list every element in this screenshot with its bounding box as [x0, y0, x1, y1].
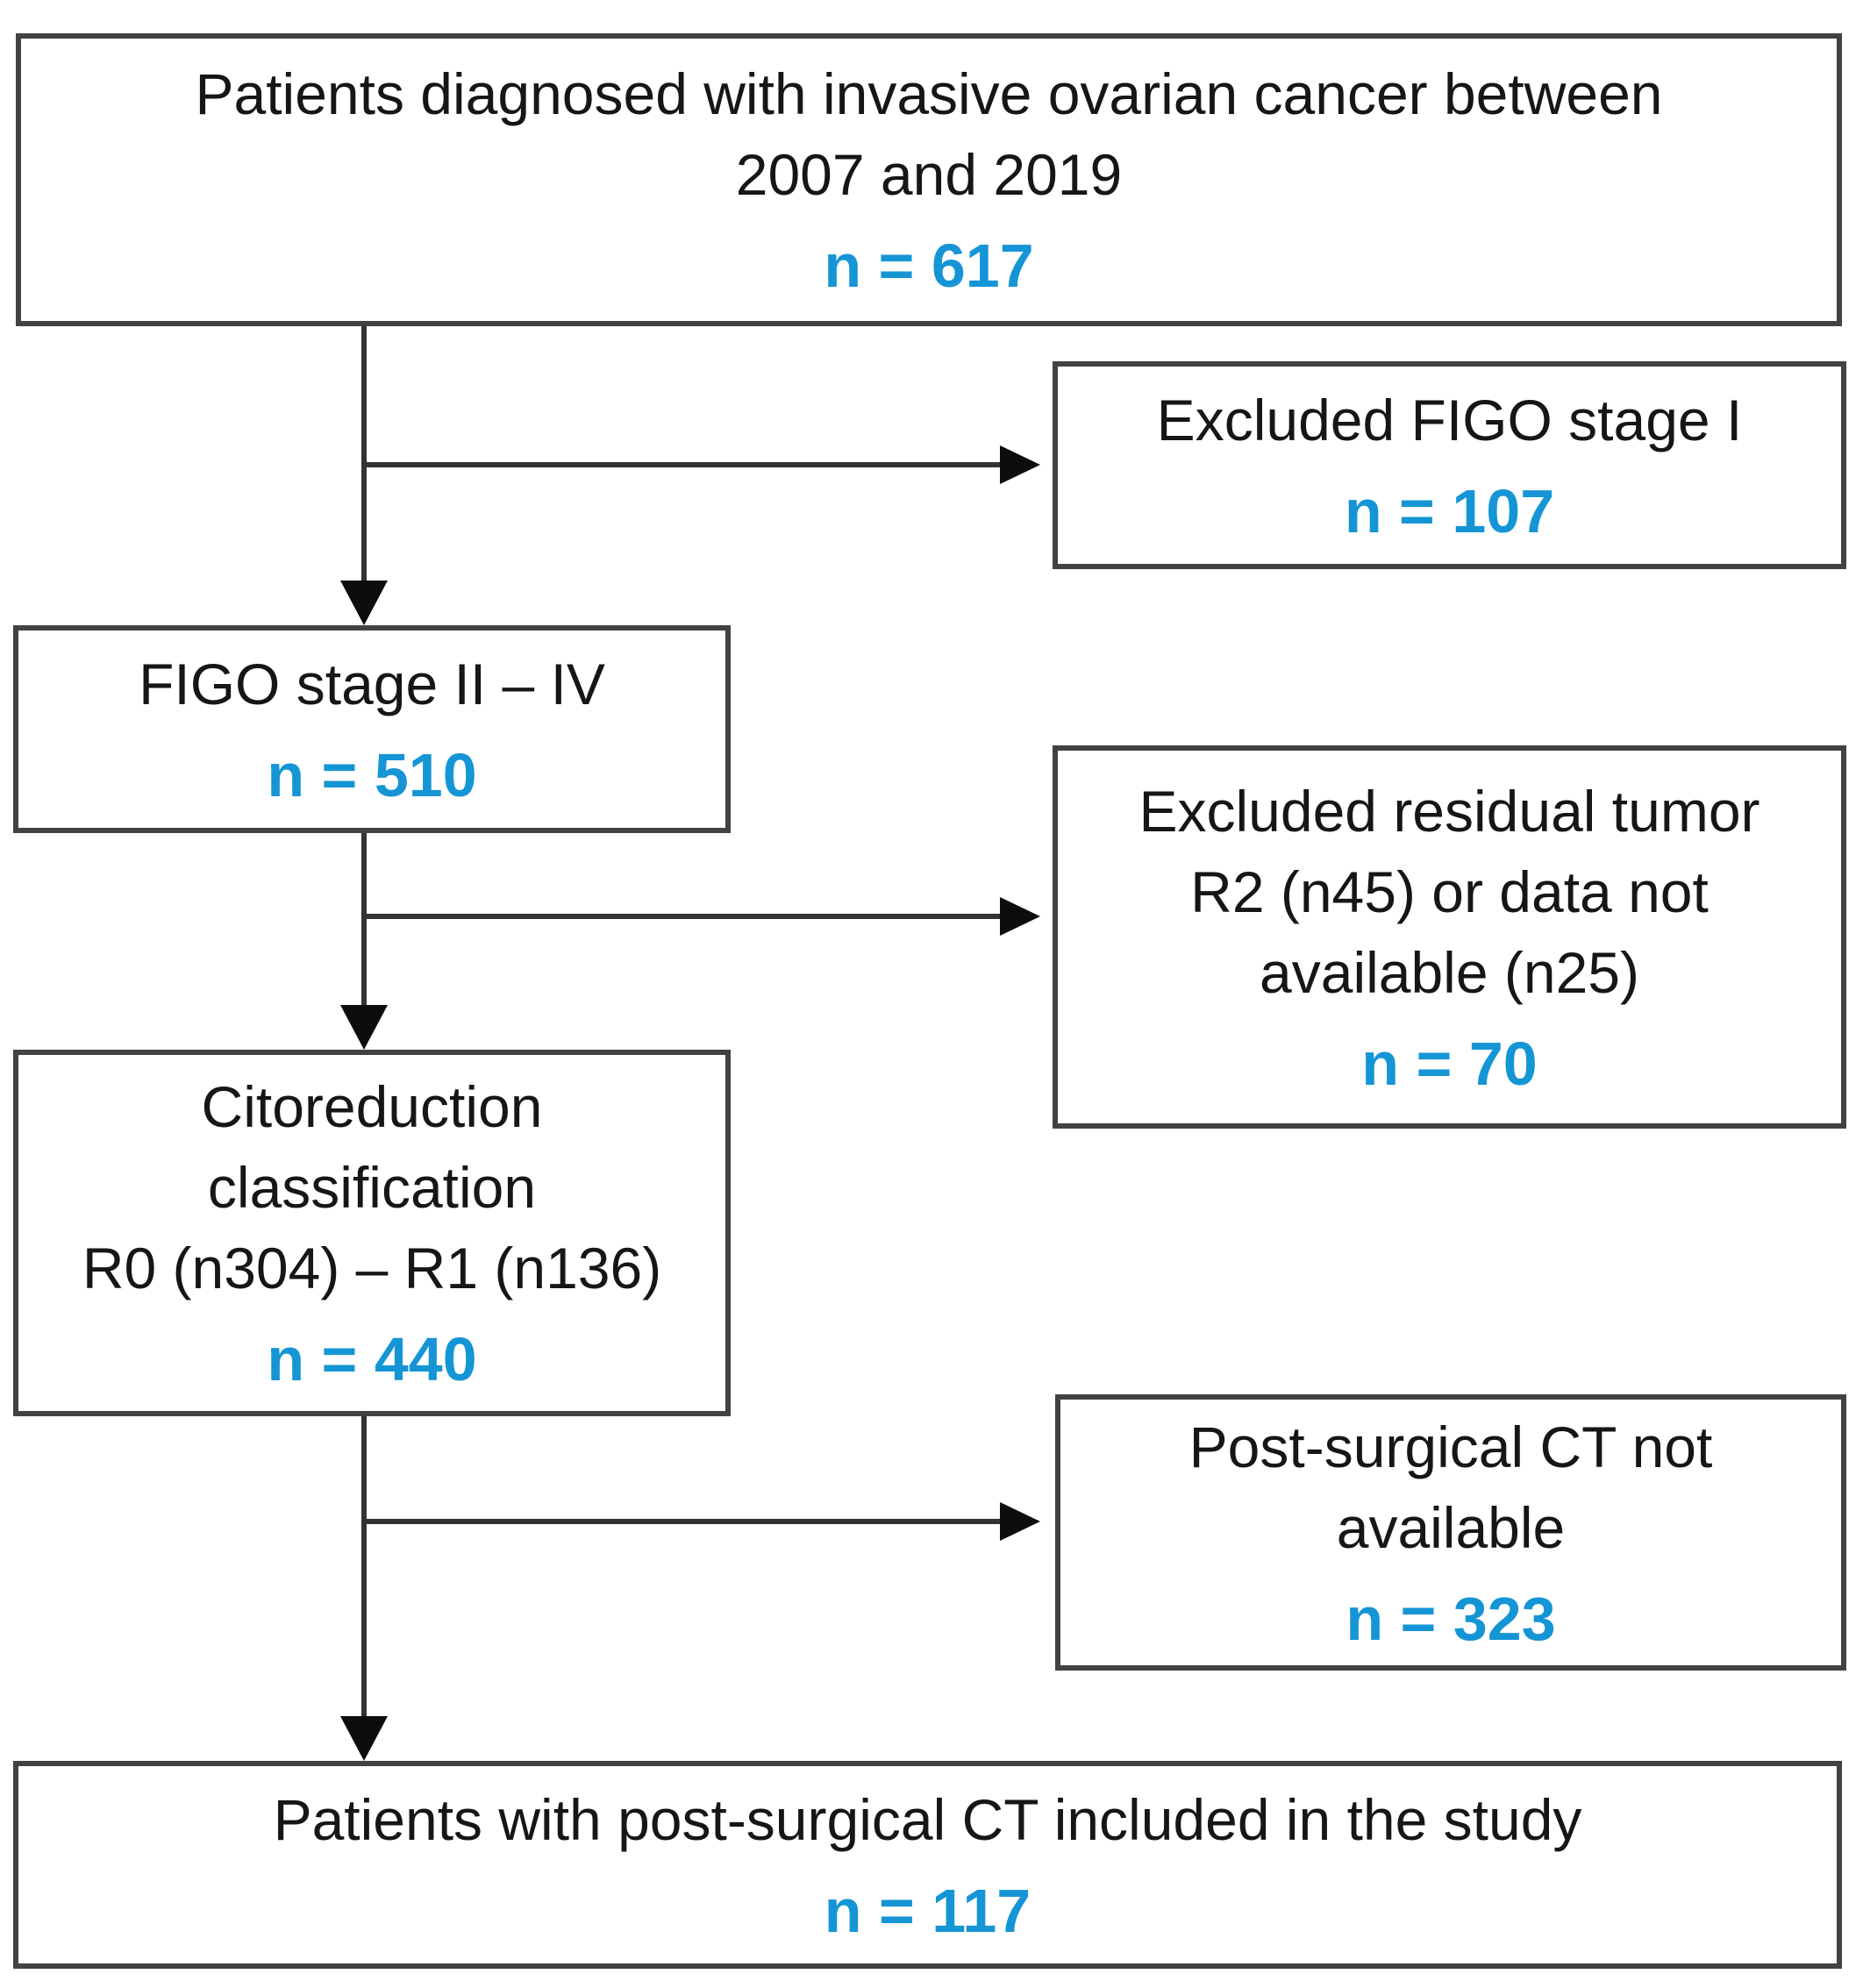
box-excluded-residual-tumor: Excluded residual tumor R2 (n45) or data…: [1053, 745, 1846, 1129]
box-text-line: R2 (n45) or data not: [1190, 859, 1709, 924]
flow-line-branch-3: [364, 1519, 1000, 1524]
box-text-line: Excluded residual tumor: [1138, 778, 1760, 844]
box-figo-stage-2-4: FIGO stage II – IV n = 510: [13, 625, 731, 833]
box-citoreduction-classification: Citoreduction classification R0 (n304) –…: [13, 1050, 731, 1416]
box-patients-diagnosed: Patients diagnosed with invasive ovarian…: [16, 33, 1842, 326]
box-text-line: Patients with post-surgical CT included …: [273, 1786, 1582, 1852]
box-text-line: available: [1336, 1494, 1566, 1560]
n-count-label: n = 510: [267, 740, 477, 809]
flow-line-vertical-2: [361, 833, 367, 1006]
box-text-line: classification: [207, 1155, 537, 1220]
flow-line-vertical-1: [361, 326, 367, 581]
arrowhead-right-icon: [1000, 445, 1040, 484]
n-count-label: n = 323: [1346, 1584, 1556, 1653]
n-count-label: n = 617: [824, 232, 1034, 300]
arrowhead-right-icon: [1000, 1502, 1040, 1541]
n-count-label: n = 440: [267, 1325, 477, 1393]
n-count-label: n = 107: [1344, 476, 1555, 545]
flow-line-vertical-3: [361, 1416, 367, 1717]
flow-line-branch-1: [364, 462, 1000, 467]
arrowhead-down-icon: [340, 1005, 388, 1050]
arrowhead-right-icon: [1000, 897, 1040, 936]
box-text-line: FIGO stage II – IV: [139, 651, 605, 716]
box-text-line: Excluded FIGO stage I: [1156, 387, 1743, 452]
arrowhead-down-icon: [340, 581, 388, 625]
box-text-line: 2007 and 2019: [735, 142, 1123, 207]
box-text-line: Patients diagnosed with invasive ovarian…: [195, 61, 1663, 126]
box-text-line: Post-surgical CT not: [1188, 1414, 1713, 1479]
box-text-line: available (n25): [1260, 939, 1639, 1005]
box-text-line: R0 (n304) – R1 (n136): [82, 1236, 662, 1300]
box-patients-included: Patients with post-surgical CT included …: [13, 1761, 1842, 1969]
box-post-surgical-ct-not-available: Post-surgical CT not available n = 323: [1055, 1394, 1846, 1671]
box-excluded-figo-stage-1: Excluded FIGO stage I n = 107: [1053, 361, 1846, 569]
n-count-label: n = 117: [824, 1876, 1031, 1945]
arrowhead-down-icon: [340, 1716, 388, 1761]
n-count-label: n = 70: [1361, 1029, 1538, 1098]
box-text-line: Citoreduction: [201, 1074, 543, 1139]
flow-line-branch-2: [364, 914, 1000, 919]
